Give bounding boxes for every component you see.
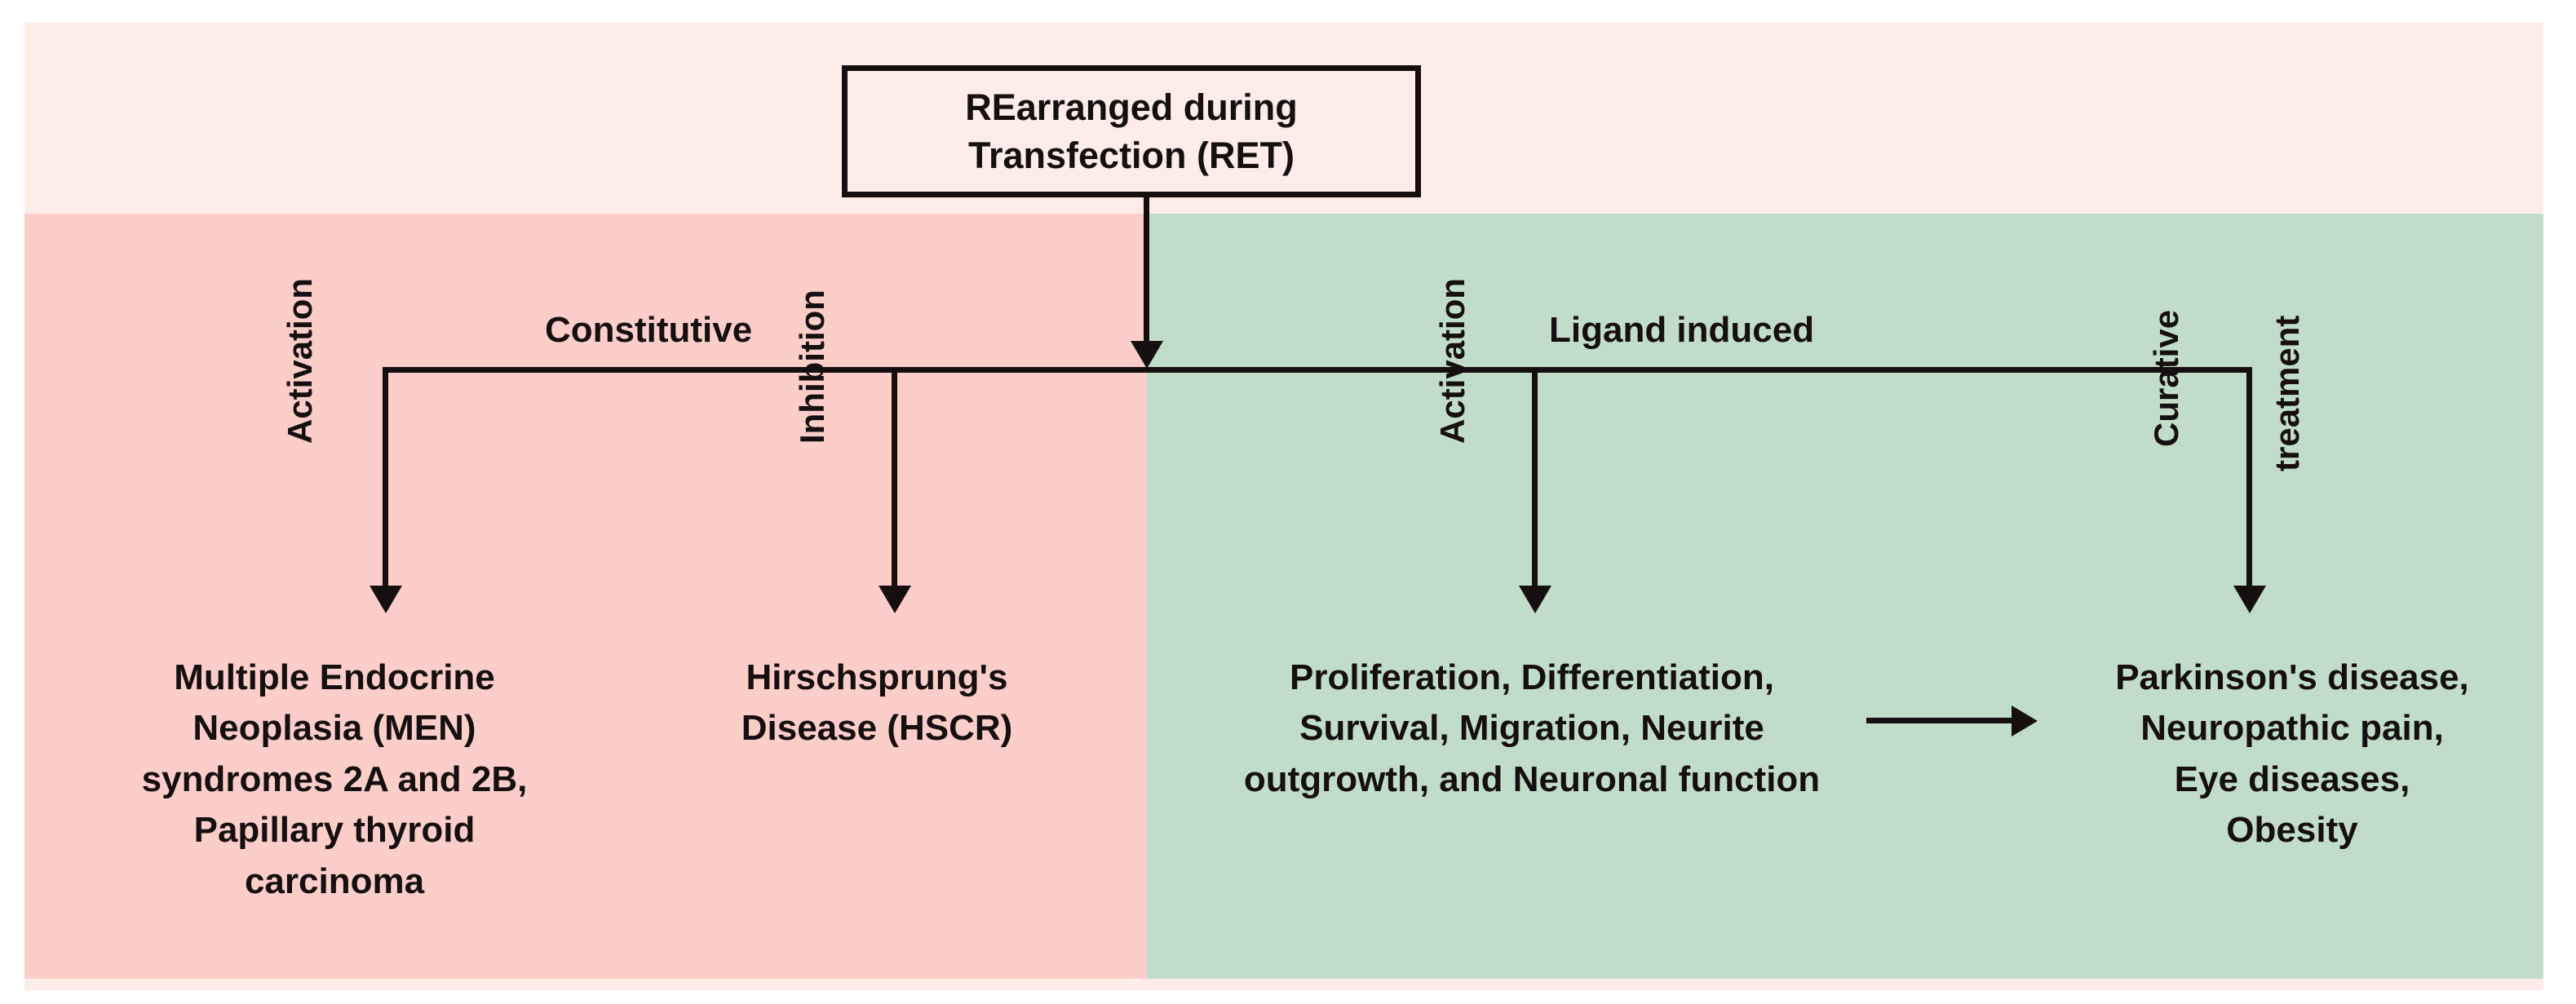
- outcome-line: Papillary thyroid: [193, 810, 476, 851]
- constitutive-region-background: [24, 214, 1146, 979]
- branch-line-constitutive-activation: [383, 367, 388, 589]
- ret-title-line-2: Transfection (RET): [967, 135, 1295, 176]
- outcome-line: Eye diseases,: [2174, 759, 2410, 799]
- edge-label-ligand-activation: Activation: [1433, 277, 1472, 444]
- branch-arrowhead-ligand-activation: [1519, 586, 1551, 613]
- outcome-ligand-activation: Proliferation, Differentiation, Survival…: [1149, 652, 1915, 805]
- bottom-band-background: [24, 979, 2543, 990]
- outcome-line: Disease (HSCR): [741, 708, 1013, 749]
- outcome-line: Hirschsprung's: [746, 657, 1008, 697]
- ligand-induced-region-background: [1146, 214, 2543, 979]
- outcome-ligand-curative-treatment: Parkinson's disease, Neuropathic pain, E…: [2039, 652, 2545, 856]
- branch-label-constitutive: Constitutive: [545, 310, 753, 350]
- outcome-line: outgrowth, and Neuronal function: [1243, 759, 1821, 799]
- branch-arrowhead-constitutive-inhibition: [879, 586, 911, 613]
- edge-label-curative: Curative: [2147, 309, 2185, 447]
- outcome-line: carcinoma: [244, 860, 425, 901]
- outcome-line: Proliferation, Differentiation,: [1289, 657, 1775, 697]
- branch-arrowhead-constitutive-activation: [370, 586, 402, 613]
- cross-link-line: [1866, 718, 2013, 723]
- ret-title-box: REarranged during Transfection (RET): [842, 65, 1421, 197]
- outcome-constitutive-activation: Multiple Endocrine Neoplasia (MEN) syndr…: [98, 652, 571, 907]
- outcome-line: Survival, Migration, Neurite: [1299, 708, 1764, 749]
- branch-line-constitutive-inhibition: [892, 367, 897, 589]
- ret-stem-arrowhead: [1131, 341, 1163, 369]
- distribution-bar: [383, 367, 2252, 373]
- branch-label-ligand-induced: Ligand induced: [1549, 310, 1815, 350]
- outcome-line: Multiple Endocrine: [174, 657, 495, 697]
- edge-label-treatment: treatment: [2268, 315, 2306, 471]
- outcome-line: Obesity: [2226, 810, 2358, 851]
- ret-stem-line: [1144, 197, 1149, 344]
- outcome-constitutive-inhibition: Hirschsprung's Disease (HSCR): [689, 652, 1064, 754]
- outcome-line: syndromes 2A and 2B,: [141, 759, 528, 799]
- branch-arrowhead-ligand-curative-treatment: [2233, 586, 2266, 613]
- outcome-line: Neuropathic pain,: [2140, 708, 2444, 749]
- cross-link-arrowhead: [2012, 705, 2038, 736]
- branch-line-ligand-activation: [1532, 367, 1538, 589]
- outcome-line: Neoplasia (MEN): [193, 708, 476, 749]
- branch-line-ligand-curative-treatment: [2246, 367, 2252, 589]
- outcome-line: Parkinson's disease,: [2115, 657, 2469, 697]
- edge-label-constitutive-activation: Activation: [281, 277, 319, 444]
- ret-title-line-1: REarranged during: [965, 86, 1298, 128]
- edge-label-constitutive-inhibition: Inhibition: [793, 290, 831, 444]
